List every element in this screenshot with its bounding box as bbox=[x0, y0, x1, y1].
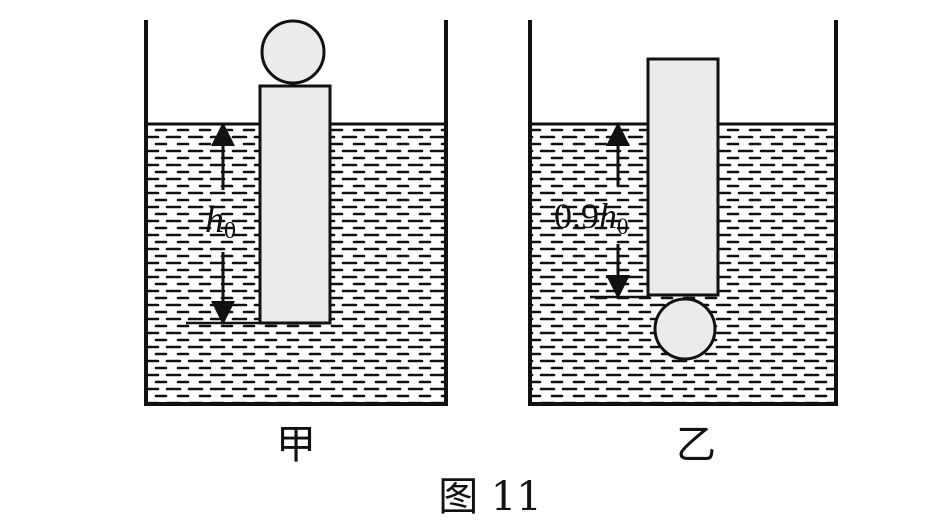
right-dimension-label: 0.9h0 bbox=[554, 196, 629, 239]
left-dimension-label: h0 bbox=[205, 199, 236, 244]
right-ball bbox=[653, 297, 717, 361]
left-panel: h0 甲 bbox=[144, 19, 448, 468]
left-container bbox=[144, 20, 448, 406]
left-ball bbox=[260, 19, 326, 85]
left-block bbox=[258, 84, 332, 325]
right-block bbox=[646, 57, 720, 297]
right-panel-caption: 乙 bbox=[676, 422, 716, 468]
left-panel-caption: 甲 bbox=[276, 422, 316, 468]
right-container bbox=[528, 20, 838, 406]
figure-caption: 图 11 bbox=[438, 474, 542, 520]
right-panel: 0.9h0 乙 bbox=[528, 20, 838, 468]
